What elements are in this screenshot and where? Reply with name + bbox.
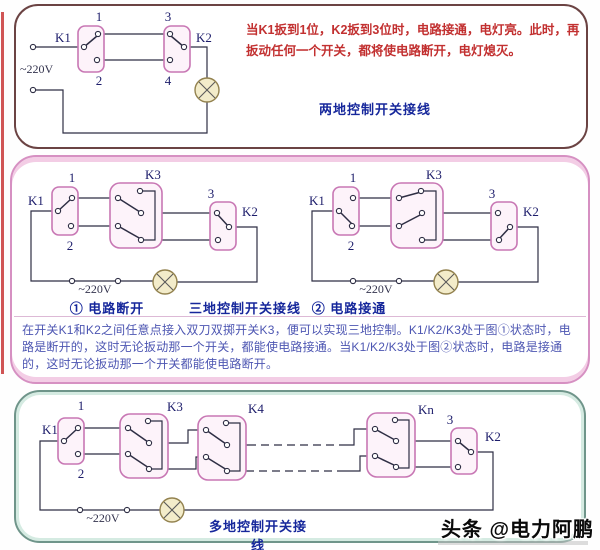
three-way-caption-closed: ② 电路接通	[311, 301, 387, 316]
switch-k1	[77, 25, 105, 73]
two-way-note-text: 当K1扳到1位，K2扳到3位时，电路接通，电灯亮。此时，再扳动任何一个开关，都将…	[246, 23, 580, 58]
panel-multi-way-control	[14, 390, 586, 543]
switch-k3-dpdt	[119, 413, 169, 479]
label-1: 1	[350, 170, 357, 185]
three-way-circuit-closed: K1 K3 K2 1 2 3 ~220V	[309, 167, 539, 296]
switch-k1	[57, 417, 85, 465]
lamp	[433, 269, 459, 295]
label-k3: K3	[145, 167, 161, 182]
lamp	[194, 77, 220, 103]
label-3: 3	[447, 412, 454, 427]
label-k1: K1	[55, 30, 71, 45]
watermark-toutiao: 头条 @电力阿鹏	[440, 519, 594, 541]
supply-terminals	[68, 277, 122, 285]
label-3: 3	[489, 186, 496, 201]
switch-k3-dpdt	[390, 182, 444, 249]
supply-terminals	[349, 277, 403, 285]
label-4: 4	[165, 73, 172, 88]
label-3: 3	[165, 9, 172, 24]
label-2: 2	[78, 466, 85, 481]
label-k2: K2	[196, 30, 212, 45]
multi-way-title: 多地控制开关接线	[208, 519, 307, 550]
label-k1: K1	[309, 193, 325, 208]
label-2: 2	[96, 73, 103, 88]
switch-k2	[163, 25, 191, 73]
label-k2: K2	[485, 429, 501, 444]
lamp	[159, 497, 185, 523]
label-k2: K2	[242, 204, 258, 219]
multi-way-circuit: K1 K3 K4 Kn K2 1 2 3 ~220V	[39, 398, 501, 525]
label-1: 1	[96, 9, 103, 24]
scan-edge-red-line	[1, 12, 4, 374]
supply-terminals	[29, 43, 37, 94]
label-k3: K3	[167, 399, 183, 414]
two-way-title: 两地控制开关接线	[318, 102, 431, 117]
three-way-title: 三地控制开关接线	[188, 301, 301, 316]
three-way-caption-open: ① 电路断开	[69, 301, 145, 316]
label-voltage: ~220V	[359, 282, 392, 296]
switch-k2	[490, 201, 518, 251]
switch-k2	[209, 201, 237, 251]
label-k3: K3	[426, 167, 442, 182]
panel-two-way-control	[14, 4, 588, 149]
supply-terminals	[76, 506, 131, 514]
three-way-circuit-open: K1 K3 K2 1 2 3 ~220V	[28, 167, 258, 296]
switch-k4-dpdt	[197, 415, 247, 481]
label-1: 1	[69, 170, 76, 185]
switch-k1	[51, 186, 79, 236]
label-kn: Kn	[418, 402, 434, 417]
label-k4: K4	[248, 401, 264, 416]
label-k2: K2	[523, 204, 539, 219]
label-k1: K1	[42, 422, 58, 437]
panel-three-divider	[14, 316, 586, 317]
label-k1: K1	[28, 193, 44, 208]
label-voltage: ~220V	[86, 511, 119, 525]
wires	[39, 427, 494, 511]
label-voltage: ~220V	[20, 62, 53, 76]
switch-k1	[332, 186, 360, 236]
lamp	[152, 269, 178, 295]
label-2: 2	[348, 238, 355, 253]
label-2: 2	[67, 238, 74, 253]
panel-three-way-control	[10, 155, 590, 384]
watermark-fineprint-strip	[438, 541, 588, 545]
label-1: 1	[78, 398, 85, 413]
switch-k3-dpdt	[109, 182, 163, 249]
two-way-circuit: K1 K2 1 2 3 4 ~220V	[20, 9, 220, 134]
label-3: 3	[208, 186, 215, 201]
switch-kn-dpdt	[366, 412, 416, 478]
label-voltage: ~220V	[78, 282, 111, 296]
switch-k2	[450, 427, 478, 475]
wires	[36, 33, 208, 134]
three-way-note-text: 在开关K1和K2之间任意点接入双刀双掷开关K3，便可以实现三地控制。K1/K2/…	[22, 323, 571, 371]
